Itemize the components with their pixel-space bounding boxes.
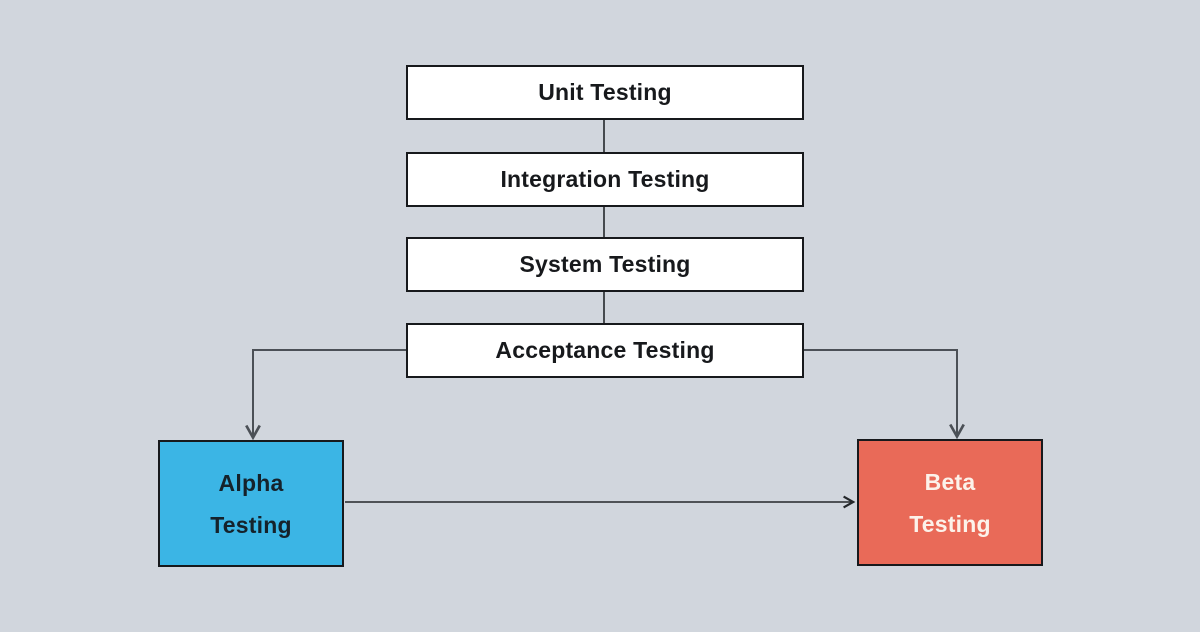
node-system-testing-label: System Testing xyxy=(519,251,691,277)
node-alpha-testing[interactable]: Alpha Testing xyxy=(158,440,344,567)
node-integration-testing-label: Integration Testing xyxy=(500,166,710,192)
node-system-testing[interactable]: System Testing xyxy=(406,237,804,292)
node-unit-testing-label: Unit Testing xyxy=(538,79,672,105)
node-acceptance-testing-label: Acceptance Testing xyxy=(495,337,715,363)
node-alpha-testing-label-line1: Alpha xyxy=(218,469,284,496)
node-beta-testing[interactable]: Beta Testing xyxy=(857,439,1043,566)
node-beta-testing-label-line2: Testing xyxy=(909,510,991,537)
node-acceptance-testing[interactable]: Acceptance Testing xyxy=(406,323,804,378)
node-alpha-testing-label-line2: Testing xyxy=(210,511,292,538)
node-integration-testing[interactable]: Integration Testing xyxy=(406,152,804,207)
connector-acceptance-to-alpha xyxy=(245,349,406,441)
connector-acceptance-to-beta xyxy=(804,349,965,440)
node-unit-testing[interactable]: Unit Testing xyxy=(406,65,804,120)
node-beta-testing-label-line1: Beta xyxy=(924,468,976,495)
